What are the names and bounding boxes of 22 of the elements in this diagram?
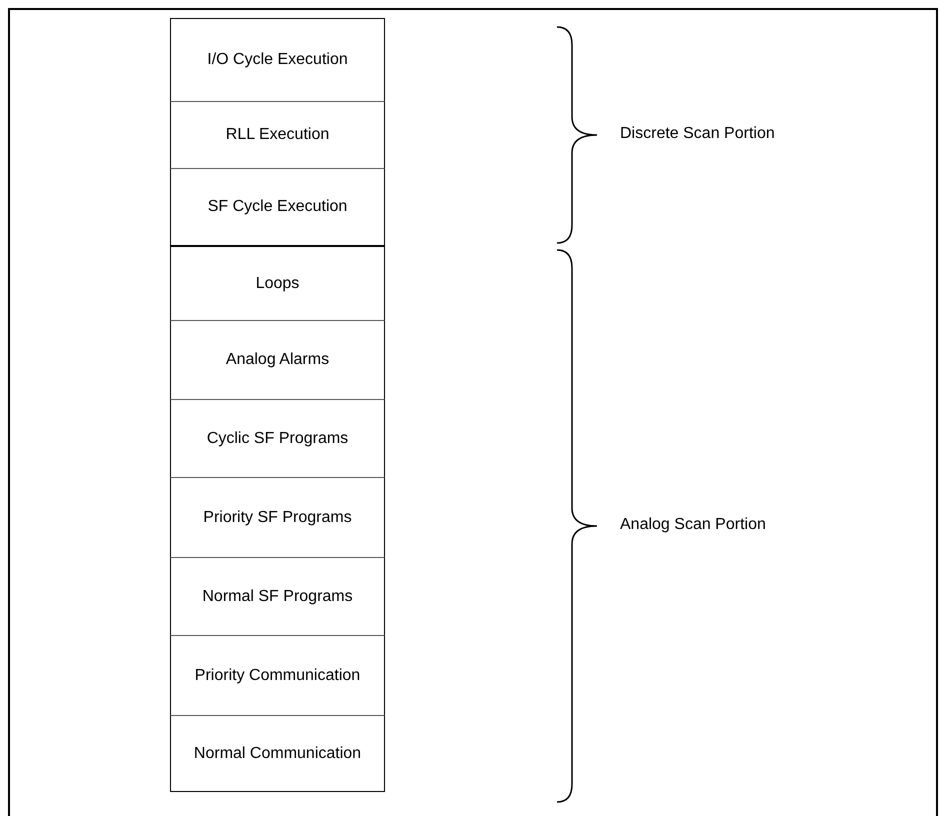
segment-label: I/O Cycle Execution [207,51,348,69]
stack-segment [170,168,385,245]
stack-segment [170,399,385,477]
segment-label: Loops [256,274,300,292]
stack-segment [170,635,385,715]
segment-label: Normal SF Programs [202,588,353,606]
stack-segment [170,557,385,635]
segment-label: Priority SF Programs [203,508,352,526]
stack-segment [170,18,385,101]
segment-label: SF Cycle Execution [208,198,348,216]
stack-segment [170,715,385,792]
segment-label: Priority Communication [194,666,360,684]
brace-label: Discrete Scan Portion [620,125,775,143]
segment-label: RLL Execution [226,126,330,144]
stack-segment [170,477,385,557]
stack-segment [170,101,385,168]
segment-label: Normal Communication [194,744,362,762]
segment-label: Analog Alarms [226,351,330,369]
segment-label: Cyclic SF Programs [206,430,348,448]
stack-segment [170,320,385,399]
brace-label: Analog Scan Portion [620,516,766,534]
stack-segment [170,245,385,320]
